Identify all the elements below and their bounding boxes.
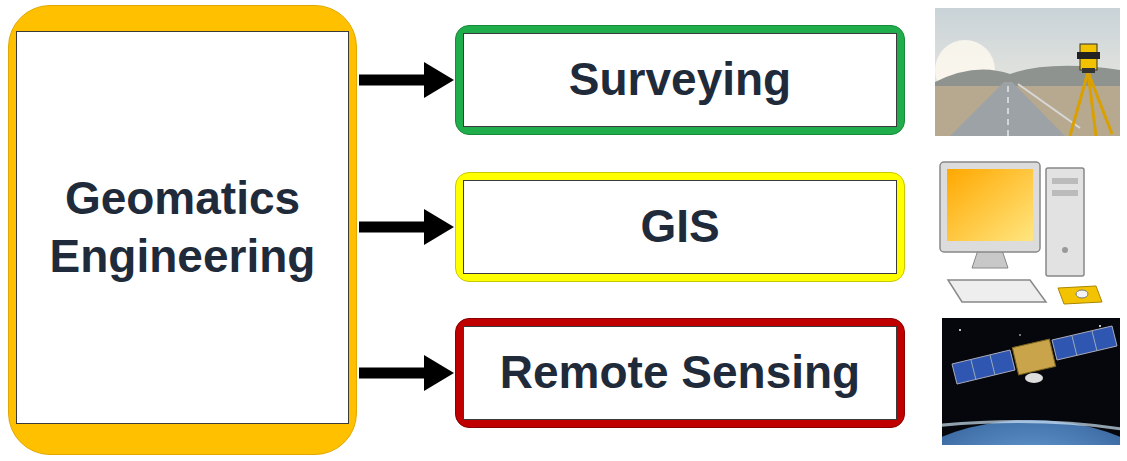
arrow-head — [424, 209, 454, 245]
panel-grid — [1092, 331, 1097, 351]
arrow-connector — [359, 62, 454, 98]
tower — [1046, 168, 1084, 276]
power-button — [1062, 247, 1068, 253]
survey-photo — [935, 8, 1120, 136]
earth — [942, 420, 1120, 445]
arrow-connector — [359, 355, 454, 391]
arrow-head — [424, 62, 454, 98]
monitor — [940, 162, 1040, 252]
mouse — [1076, 290, 1088, 298]
arrow-shaft — [359, 222, 426, 233]
solar-panel — [952, 350, 1015, 384]
tripod-leg — [1070, 72, 1088, 136]
satellite-body — [1012, 339, 1055, 375]
star — [1099, 325, 1101, 327]
arrow-shaft — [359, 368, 426, 379]
branch-box: Surveying — [455, 25, 905, 135]
box-label: GIS — [640, 198, 719, 256]
box-face: Geomatics Engineering — [16, 31, 349, 424]
sky — [935, 8, 1120, 136]
box-label: Geomatics Engineering — [27, 170, 338, 285]
screen — [947, 169, 1033, 241]
computer-icon — [940, 162, 1102, 304]
branch-box: GIS — [455, 172, 905, 282]
star — [959, 329, 961, 331]
antenna-dish — [1025, 373, 1043, 383]
panel-grid — [1072, 336, 1077, 356]
drive-bay — [1052, 190, 1078, 196]
tribrach — [1082, 68, 1095, 73]
arrow-head — [424, 355, 454, 391]
tripod-leg — [1088, 72, 1112, 134]
road — [950, 82, 1065, 136]
satellite-photo — [942, 318, 1120, 445]
drive-bay — [1052, 178, 1078, 184]
box-label: Remote Sensing — [500, 344, 860, 402]
keyboard — [948, 280, 1046, 302]
arrow-connector — [359, 209, 454, 245]
box-face: Surveying — [463, 33, 897, 127]
solar-panel — [1052, 326, 1117, 360]
box-label: Surveying — [569, 51, 791, 109]
field-box: Geomatics Engineering — [8, 5, 357, 455]
total-station-scope — [1077, 52, 1100, 59]
branch-box: Remote Sensing — [455, 318, 905, 428]
road-marking — [1007, 84, 1009, 136]
panel-grid — [971, 360, 976, 380]
clouds — [942, 421, 1120, 432]
box-face: GIS — [463, 180, 897, 274]
panel-grid — [990, 355, 995, 375]
star — [1019, 334, 1021, 336]
box-face: Remote Sensing — [463, 326, 897, 420]
guard-rail — [1018, 84, 1080, 128]
arrow-shaft — [359, 75, 426, 86]
mouse-pad — [1058, 286, 1102, 304]
